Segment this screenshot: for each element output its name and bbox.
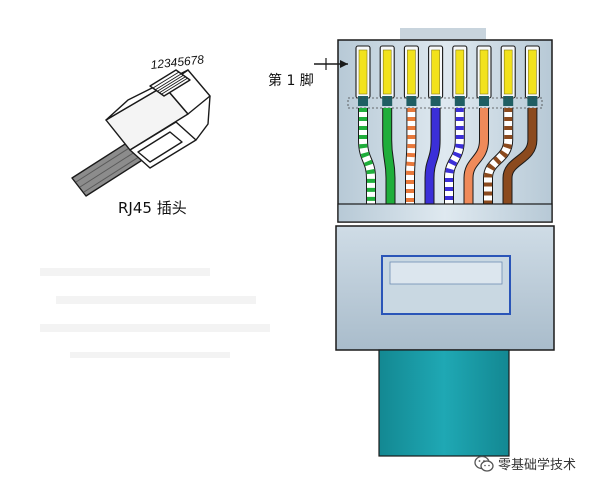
pin-tip-3 <box>406 96 417 106</box>
gold-pin-3 <box>407 49 416 95</box>
wechat-icon <box>474 455 494 472</box>
wire-stripe-white-brown <box>484 108 513 204</box>
pin-tip-2 <box>382 96 393 106</box>
wire-white-green <box>359 108 375 204</box>
faded-artifacts <box>40 268 270 358</box>
wire-brown <box>503 108 537 204</box>
wire-white-orange <box>406 108 416 204</box>
wire-orange <box>464 108 488 204</box>
gold-pin-5 <box>455 49 465 95</box>
pin1-label: 第 1 脚 <box>268 73 314 89</box>
cable-jacket <box>378 349 510 457</box>
gold-pin-1 <box>358 49 368 95</box>
wires <box>358 108 538 204</box>
wire-green <box>383 108 395 204</box>
pin-tip-8 <box>527 96 538 106</box>
rj45-plug-illustration <box>71 69 211 197</box>
pin-tip-4 <box>430 96 441 106</box>
gold-pin-6 <box>479 49 489 95</box>
pin-tip-7 <box>503 96 514 106</box>
wire-white-blue <box>445 108 464 204</box>
watermark-text: 零基础学技术 <box>498 458 577 473</box>
plug-caption: RJ45 插头 <box>118 199 187 217</box>
gold-pin-4 <box>431 49 440 95</box>
pin-tip-5 <box>454 96 465 106</box>
gold-pin-8 <box>528 49 537 95</box>
wire-blue <box>425 108 440 204</box>
watermark: 零基础学技术 <box>474 454 576 473</box>
gold-pin-7 <box>503 49 513 95</box>
rj45-front-view <box>314 28 555 457</box>
wire-retainer <box>347 97 543 109</box>
gold-pin-2 <box>382 49 392 95</box>
pin-tip-1 <box>358 96 368 106</box>
pin-channels <box>355 45 540 106</box>
top-tab <box>400 28 486 42</box>
pin-tip-6 <box>479 96 489 106</box>
